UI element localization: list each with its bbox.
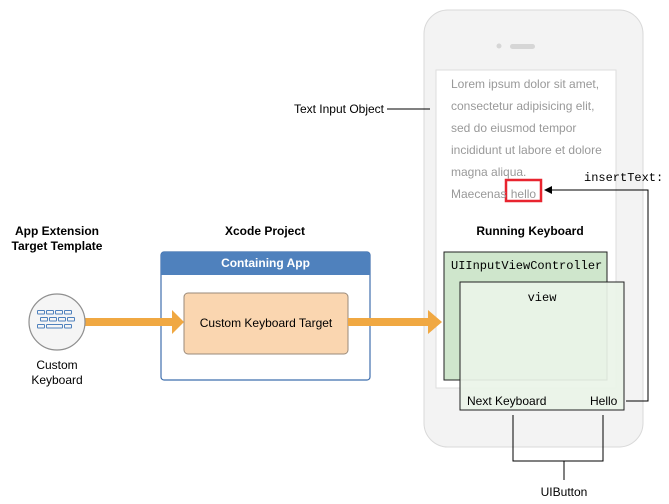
lorem-line-6: Maecenas hello bbox=[451, 183, 611, 205]
lorem-last-prefix: Maecenas bbox=[451, 187, 507, 201]
phone-front-camera bbox=[496, 43, 502, 49]
containing-app-title: Containing App bbox=[221, 256, 310, 270]
hello-button[interactable]: Hello bbox=[590, 394, 618, 408]
custom-keyboard-icon-label: Custom Keyboard bbox=[17, 358, 97, 388]
keyboard-icon-circle bbox=[28, 293, 86, 351]
arrow-shaft-right bbox=[348, 318, 430, 326]
xcode-project-heading: Xcode Project bbox=[224, 224, 306, 238]
app-extension-heading-line1: App Extension bbox=[14, 224, 99, 238]
insert-text-arrow bbox=[544, 186, 649, 402]
lorem-line-3: sed do eiusmod tempor bbox=[451, 121, 577, 135]
lorem-line-1: Lorem ipsum dolor sit amet, bbox=[451, 77, 600, 91]
custom-keyboard-target-label: Custom Keyboard Target bbox=[199, 316, 333, 330]
arrow-shaft-left bbox=[82, 318, 174, 326]
lorem-line-2: consectetur adipisicing elit, bbox=[451, 99, 595, 113]
insert-text-label: insertText: bbox=[584, 171, 664, 185]
view-label: view bbox=[527, 291, 557, 305]
arrow-head-right bbox=[428, 310, 442, 334]
uibutton-bracket bbox=[512, 415, 604, 462]
app-extension-heading-line2: Target Template bbox=[11, 239, 103, 253]
phone-speaker bbox=[510, 44, 535, 49]
inserted-word-highlight bbox=[504, 178, 543, 203]
running-keyboard-heading: Running Keyboard bbox=[476, 224, 584, 238]
text-input-object[interactable]: Lorem ipsum dolor sit amet, consectetur … bbox=[451, 73, 611, 205]
lorem-line-4: incididunt ut labore et dolore bbox=[451, 143, 602, 157]
custom-keyboard-label-line1: Custom bbox=[36, 358, 78, 372]
containing-app-header bbox=[161, 252, 370, 275]
input-view-controller-label: UIInputViewController bbox=[451, 259, 603, 273]
custom-keyboard-label-line2: Keyboard bbox=[31, 373, 83, 387]
next-keyboard-button[interactable]: Next Keyboard bbox=[467, 394, 547, 408]
arrow-head-left bbox=[172, 310, 184, 334]
app-extension-heading: App Extension Target Template bbox=[2, 224, 112, 254]
view-box bbox=[459, 281, 625, 411]
lorem-line-5: magna aliqua. bbox=[451, 165, 527, 179]
keyboard-icon bbox=[37, 310, 75, 329]
uibutton-label: UIButton bbox=[540, 485, 588, 499]
inserted-word: hello bbox=[510, 187, 537, 201]
text-input-object-label: Text Input Object bbox=[293, 102, 384, 116]
